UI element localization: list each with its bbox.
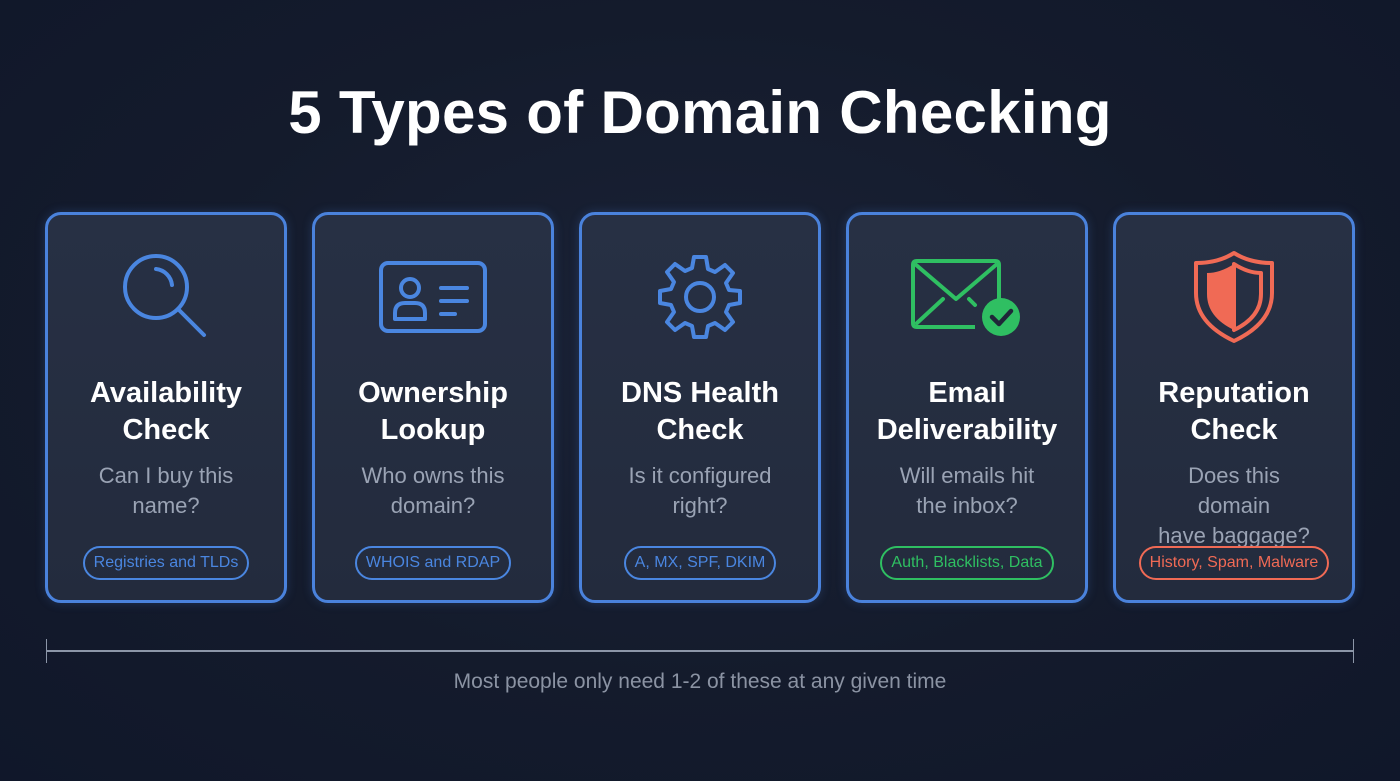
- footnote: Most people only need 1-2 of these at an…: [453, 670, 947, 693]
- card-description: Who owns this domain?: [361, 463, 505, 518]
- tag-pill: History, Spam, Malware: [1138, 546, 1330, 580]
- tag-pill: WHOIS and RDAP: [354, 546, 512, 580]
- card-title: Ownership Lookup: [358, 377, 508, 446]
- card-dns-health-check: DNS Health Check Is it configured right?…: [579, 212, 821, 603]
- card-ownership-lookup: Ownership Lookup Who owns this domain? W…: [312, 212, 554, 603]
- shield-icon: [1116, 247, 1352, 347]
- tag-pill: Registries and TLDs: [82, 546, 250, 580]
- tag-pill: A, MX, SPF, DKIM: [623, 546, 777, 580]
- card-description: Is it configured right?: [628, 463, 772, 518]
- card-availability-check: Availability Check Can I buy this name? …: [45, 212, 287, 603]
- tag-pill: Auth, Blacklists, Data: [880, 546, 1054, 580]
- gear-icon: [582, 247, 818, 347]
- card-title: Availability Check: [89, 377, 243, 446]
- bracket-tick-right: [1353, 639, 1354, 663]
- card-title: Reputation Check: [1158, 377, 1310, 446]
- card-email-deliverability: Email Deliverability Will emails hit the…: [846, 212, 1088, 603]
- envelope-check-icon: [849, 247, 1085, 347]
- card-title: Email Deliverability: [876, 377, 1058, 446]
- card-reputation-check: Reputation Check Does this domain have b…: [1113, 212, 1355, 603]
- magnifying-glass-icon: [48, 247, 284, 347]
- id-card-icon: [315, 247, 551, 347]
- card-description: Can I buy this name?: [98, 463, 234, 518]
- card-description: Does this domain have baggage?: [1158, 463, 1310, 548]
- card-description: Will emails hit the inbox?: [899, 463, 1035, 518]
- span-bracket-line: [46, 639, 1354, 663]
- card-title: DNS Health Check: [621, 377, 779, 446]
- bracket-tick-left: [46, 639, 47, 663]
- page-title: 5 Types of Domain Checking: [288, 79, 1112, 146]
